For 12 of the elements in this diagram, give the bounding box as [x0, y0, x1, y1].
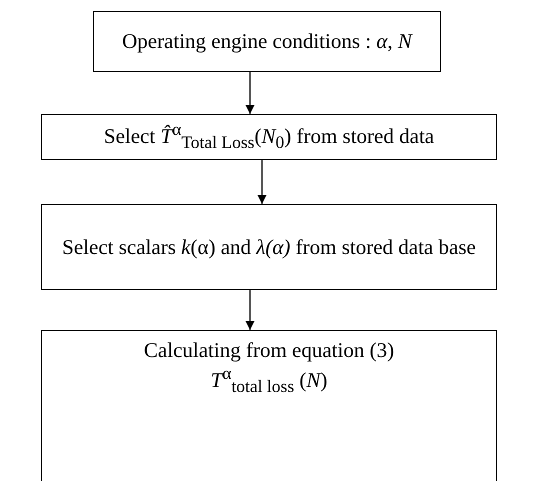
- process-box: [93, 11, 441, 72]
- arrow: [257, 160, 267, 204]
- step-text: Select T̂$^{α}$$_{Total Loss}$(N$_{0}$) from stored data: [104, 119, 434, 155]
- arrow: [245, 290, 255, 330]
- step-text: Calculating from equation (3): [144, 337, 394, 364]
- process-box: [41, 114, 497, 160]
- arrow: [245, 72, 255, 114]
- process-box: [41, 330, 497, 481]
- process-box: [41, 204, 497, 290]
- formula-text: T$^{α}$$_{total loss}$ (N): [210, 363, 328, 398]
- step-text: Select scalars k(α) and λ(α) from stored data base: [62, 234, 476, 260]
- step-text: Operating engine conditions : α, N: [122, 28, 412, 55]
